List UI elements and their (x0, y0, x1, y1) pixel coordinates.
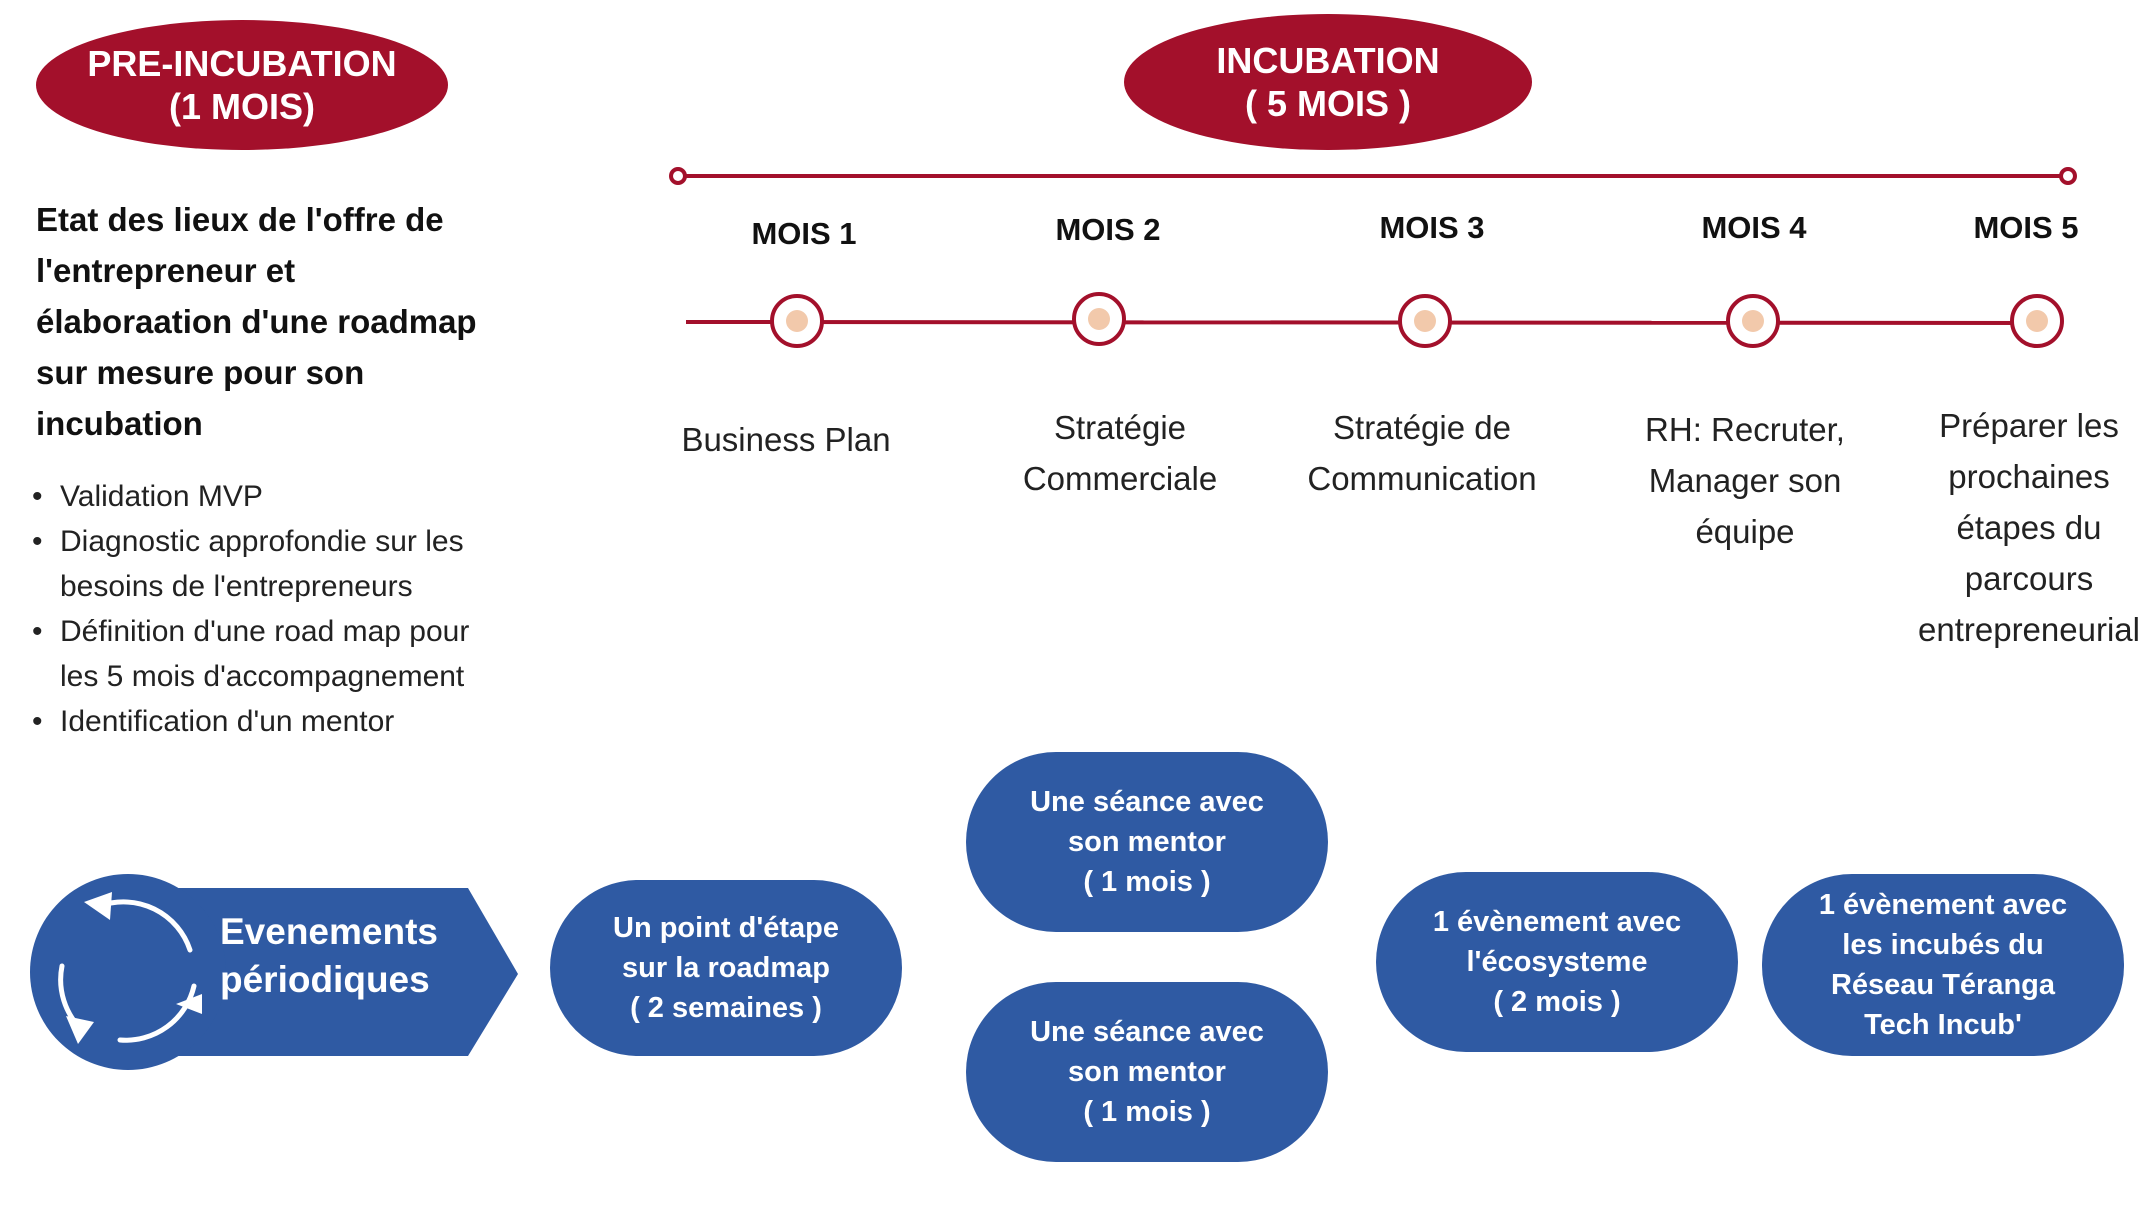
topic-line: prochaines (1948, 458, 2110, 495)
topic-line: parcours (1964, 560, 2094, 597)
event-ecosystem: 1 évènement avec l'écosysteme ( 2 mois ) (1376, 872, 1738, 1052)
event-line: Une séance avec (1030, 1016, 1264, 1048)
event-line: les incubés du (1842, 929, 2044, 961)
timeline-node-4 (1726, 294, 1780, 348)
topic-line: entrepreneurial (1918, 611, 2140, 648)
topic-line: Stratégie (1053, 409, 1187, 446)
event-mentor-session-2: Une séance avec son mentor ( 1 mois ) (966, 982, 1328, 1162)
pre-incubation-list: Validation MVP Diagnostic approfondie su… (26, 474, 506, 744)
topic-line: étapes du (1956, 509, 2102, 546)
event-incubees-network: 1 évènement avec les incubés du Réseau T… (1762, 874, 2124, 1056)
month-label-3: MOIS 3 (1379, 210, 1485, 245)
event-line: ( 1 mois ) (1083, 1096, 1211, 1128)
month-topic-1: Business Plan (646, 414, 926, 465)
heading-line: élaboraation d'une roadmap (36, 303, 477, 340)
event-line: ( 2 semaines ) (630, 992, 822, 1024)
timeline-node-5 (2010, 294, 2064, 348)
incubation-span-line (669, 167, 2077, 185)
event-roadmap-checkpoint: Un point d'étape sur la roadmap ( 2 sema… (550, 880, 902, 1056)
event-line: ( 2 mois ) (1493, 986, 1621, 1018)
event-line: Tech Incub' (1864, 1009, 2022, 1041)
monthly-timeline-line (685, 320, 2045, 325)
event-line: 1 évènement avec (1818, 889, 2068, 921)
month-topic-2: Stratégie Commerciale (970, 402, 1270, 504)
month-topic-4: RH: Recruter, Manager son équipe (1600, 404, 1890, 557)
event-line: l'écosysteme (1466, 946, 1648, 978)
topic-line: Communication (1307, 460, 1537, 497)
event-line: Une séance avec (1030, 786, 1264, 818)
topic-line: Stratégie de (1333, 409, 1511, 446)
event-mentor-session-1: Une séance avec son mentor ( 1 mois ) (966, 752, 1328, 932)
topic-line: Manager son (1648, 462, 1842, 499)
refresh-cycle-icon (58, 892, 202, 1044)
pre-incubation-heading: Etat des lieux de l'offre de l'entrepren… (36, 194, 536, 449)
timeline-node-2 (1072, 292, 1126, 346)
event-line: sur la roadmap (622, 952, 830, 984)
topic-line: RH: Recruter, (1645, 411, 1845, 448)
topic-line: équipe (1695, 513, 1795, 550)
topic-line: Préparer les (1939, 407, 2119, 444)
topic-line: Business Plan (681, 421, 891, 458)
incubation-badge: INCUBATION ( 5 MOIS ) (1124, 14, 1532, 150)
month-topic-3: Stratégie de Communication (1272, 402, 1572, 504)
events-label-line: Evenements (220, 911, 438, 952)
list-item: Diagnostic approfondie sur les besoins d… (26, 519, 506, 609)
event-line: 1 évènement avec (1432, 906, 1682, 938)
incubation-title: INCUBATION (1216, 39, 1440, 81)
heading-line: l'entrepreneur et (36, 252, 296, 289)
month-label-5: MOIS 5 (1973, 210, 2079, 245)
events-label-line: périodiques (220, 959, 430, 1000)
heading-line: sur mesure pour son (36, 354, 365, 391)
timeline-node-3 (1398, 294, 1452, 348)
event-line: Réseau Téranga (1830, 969, 2056, 1001)
month-label-4: MOIS 4 (1701, 210, 1807, 245)
event-line: son mentor (1068, 826, 1226, 858)
event-line: son mentor (1068, 1056, 1226, 1088)
pre-incubation-badge: PRE-INCUBATION (1 MOIS) (36, 20, 448, 150)
pre-incubation-title: PRE-INCUBATION (87, 42, 397, 84)
heading-line: Etat des lieux de l'offre de (36, 201, 444, 238)
list-item: Validation MVP (26, 474, 506, 519)
month-label-1: MOIS 1 (751, 216, 857, 251)
timeline-node-1 (770, 294, 824, 348)
event-line: ( 1 mois ) (1083, 866, 1211, 898)
pre-incubation-duration: (1 MOIS) (168, 86, 315, 127)
topic-line: Commerciale (1022, 460, 1218, 497)
month-topic-5: Préparer les prochaines étapes du parcou… (1902, 400, 2156, 655)
list-item: Identification d'un mentor (26, 699, 506, 744)
periodic-events-label: Evenements périodiques (220, 908, 438, 1004)
incubation-duration: ( 5 MOIS ) (1244, 83, 1411, 124)
list-item: Définition d'une road map pour les 5 moi… (26, 609, 506, 699)
event-line: Un point d'étape (613, 912, 839, 944)
month-label-2: MOIS 2 (1055, 212, 1161, 247)
heading-line: incubation (36, 405, 203, 442)
